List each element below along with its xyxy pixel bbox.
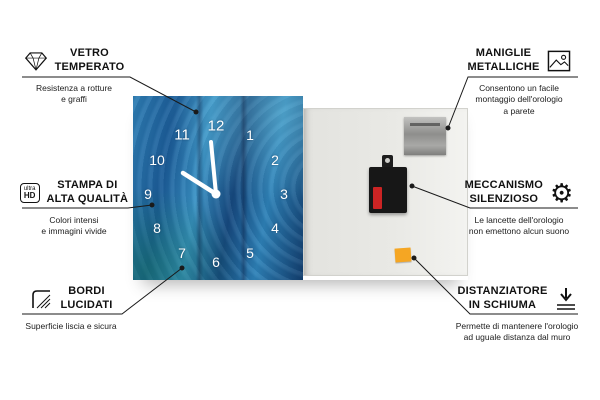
ultra-hd-text-small: ultra (23, 185, 36, 192)
clock-number: 6 (212, 254, 220, 270)
clock-number: 3 (280, 186, 288, 202)
clock-number: 10 (149, 152, 165, 168)
callout-maniglie-metalliche: MANIGLIE METALLICHE Consentono un facile… (454, 44, 584, 117)
gear-icon: ⚙ (550, 177, 574, 208)
callout-meccanismo-silenzioso: MECCANISMO SILENZIOSO ⚙ Le lancette dell… (454, 176, 584, 238)
clock-back-panel (303, 108, 468, 276)
foam-spacer (394, 247, 412, 263)
picture-frame-icon (547, 50, 571, 72)
callout-vetro-temperato: VETRO TEMPERATO Resistenza a rotture e g… (16, 44, 132, 106)
clock-number: 2 (271, 152, 279, 168)
arrow-down-wall-icon (555, 286, 577, 312)
hanger-hook (382, 155, 393, 168)
clock-number: 12 (207, 117, 225, 135)
callout-description: Consentono un facile montaggio dell'orol… (475, 83, 563, 116)
callout-description: Le lancette dell'orologio non emettono a… (468, 215, 570, 237)
callout-title: DISTANZIATORE IN SCHIUMA (457, 285, 548, 311)
callout-title: VETRO TEMPERATO (54, 47, 125, 73)
clock-number: 7 (178, 245, 186, 261)
diamond-icon (24, 50, 48, 72)
callout-distanziatore-schiuma: DISTANZIATORE IN SCHIUMA Permette di man… (450, 282, 584, 344)
battery (373, 187, 382, 209)
clock-number: 4 (271, 220, 279, 236)
clock-number: 1 (246, 127, 254, 143)
ultra-hd-text-big: HD (23, 190, 36, 200)
callout-description: Permette di mantenere l'orologio ad ugua… (455, 321, 579, 343)
wall-clock-product: 12 1 2 3 4 5 6 7 8 9 10 11 (133, 96, 468, 280)
clock-number: 11 (174, 126, 190, 144)
clock-number: 9 (144, 186, 152, 202)
clock-number: 8 (153, 220, 161, 236)
clock-hands (180, 140, 221, 199)
callout-bordi-lucidati: BORDI LUCIDATI Superficie liscia e sicur… (16, 282, 126, 332)
callout-stampa-alta-qualita: ultra HD STAMPA DI ALTA QUALITÀ Colori i… (16, 176, 132, 238)
metal-mounting-plate (404, 117, 446, 155)
clock-front-glass-print: 12 1 2 3 4 5 6 7 8 9 10 11 (133, 96, 303, 280)
ultra-hd-icon: ultra HD (19, 182, 40, 203)
polished-edge-icon (29, 287, 53, 311)
callout-description: Resistenza a rotture e graffi (35, 83, 113, 105)
callout-description: Superficie liscia e sicura (25, 321, 117, 331)
callout-title: STAMPA DI ALTA QUALITÀ (46, 179, 129, 205)
callout-title: MANIGLIE METALLICHE (467, 47, 540, 73)
callout-title: BORDI LUCIDATI (60, 285, 113, 311)
callout-title: MECCANISMO SILENZIOSO (464, 179, 544, 205)
clock-number: 5 (246, 245, 254, 261)
clock-mechanism (369, 167, 407, 213)
callout-description: Colori intensi e immagini vivide (41, 215, 107, 237)
